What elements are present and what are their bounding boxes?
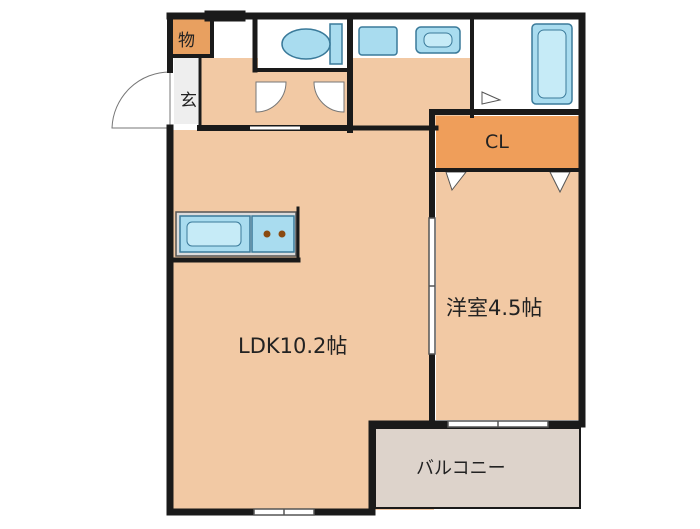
kitchen-sink-bowl [186,221,242,247]
bathtub-inner [537,29,567,99]
bathroom-door [481,91,502,105]
stove [251,215,295,253]
burner-right [278,230,286,238]
ldk-label: LDK10.2帖 [238,334,348,358]
entrance-floor [174,58,198,124]
hall-door-right [313,81,345,113]
balcony-label: バルコニー [416,458,506,479]
entrance-label: 玄 [180,91,197,111]
hall-door-left [255,81,287,113]
washing-machine [358,26,398,56]
entrance-door-swing [111,71,171,129]
toilet-bowl [281,28,331,60]
closet-label: CL [485,131,509,153]
balcony-floor [374,427,581,509]
window-markers [250,126,549,516]
washbasin-bowl [423,32,453,48]
western-room-floor [436,172,579,420]
closet-fill [436,116,579,169]
storage-fill [172,18,212,54]
burner-left [263,230,271,238]
western-room-label: 洋室4.5帖 [446,296,543,320]
toilet-tank [329,23,343,65]
storage-label: 物 [178,31,195,51]
